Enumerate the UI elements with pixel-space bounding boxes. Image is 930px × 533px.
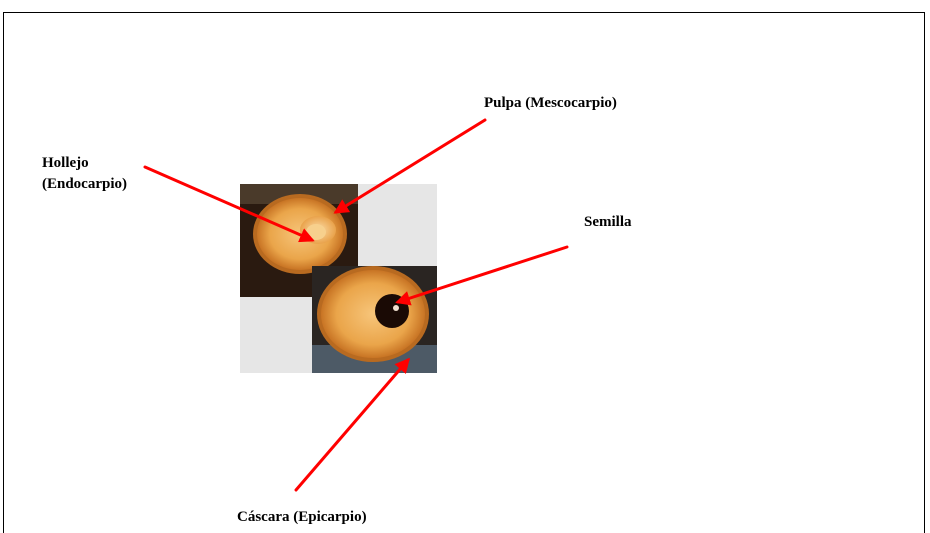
placeholder-bottom-left	[240, 297, 312, 373]
label-hollejo: Hollejo (Endocarpio)	[42, 153, 127, 195]
label-hollejo-line1: Hollejo	[42, 153, 127, 174]
label-hollejo-line2: (Endocarpio)	[42, 174, 127, 195]
fruit-half-seed	[317, 266, 429, 362]
label-semilla: Semilla	[584, 212, 632, 233]
placeholder-top-right	[358, 184, 437, 266]
label-cascara: Cáscara (Epicarpio)	[237, 507, 367, 528]
fruit-photo	[240, 184, 437, 373]
arrow-cascara	[296, 360, 408, 490]
label-pulpa: Pulpa (Mescocarpio)	[484, 93, 617, 114]
